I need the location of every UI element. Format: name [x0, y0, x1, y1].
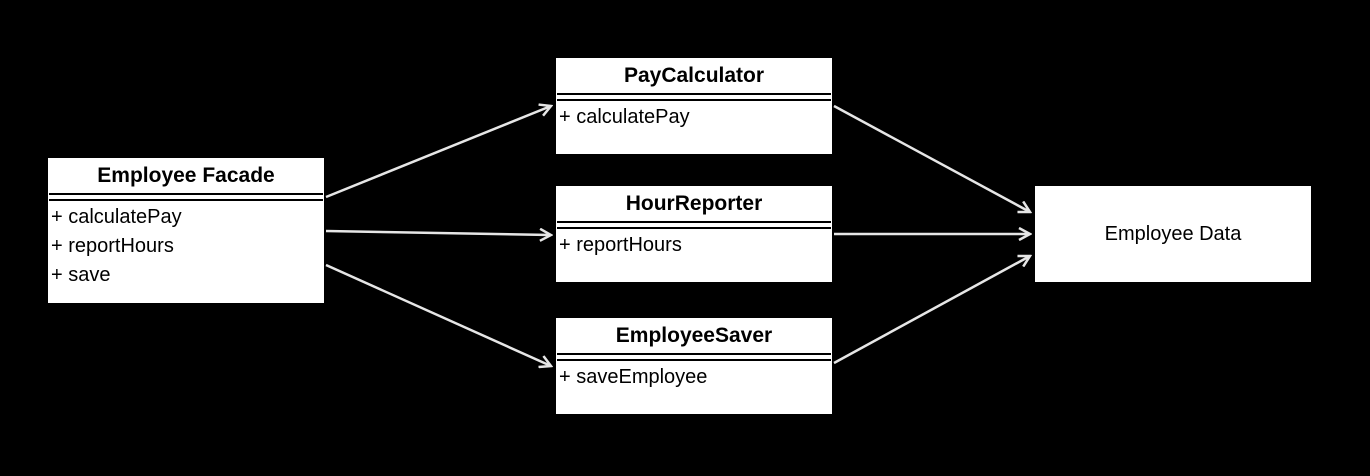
employee-saver-attributes [557, 355, 831, 361]
hour-reporter-name: HourReporter [557, 187, 831, 223]
arrow-paycalculator-to-data [833, 104, 1030, 212]
arrow-facade-to-paycalculator [325, 106, 551, 199]
employee-saver-operations: + saveEmployee [557, 361, 831, 392]
pay-calculator-class[interactable]: PayCalculator + calculatePay [556, 58, 832, 154]
operation-save-employee: + saveEmployee [559, 366, 708, 388]
operation-save: + save [51, 264, 111, 286]
arrow-facade-to-hourreporter [325, 231, 551, 235]
pay-calculator-attributes [557, 95, 831, 101]
hour-reporter-class[interactable]: HourReporter + reportHours [556, 186, 832, 282]
operation-calculate-pay: + calculatePay [51, 206, 182, 228]
employee-saver-name: EmployeeSaver [557, 319, 831, 355]
hour-reporter-attributes [557, 223, 831, 229]
employee-saver-class[interactable]: EmployeeSaver + saveEmployee [556, 318, 832, 414]
arrow-facade-to-employeesaver [325, 263, 551, 366]
employee-facade-operations: + calculatePay + reportHours + save [49, 201, 323, 290]
operation-report-hours: + reportHours [51, 235, 174, 257]
employee-data-label: Employee Data [1104, 222, 1242, 245]
operation-report-hours: + reportHours [559, 234, 682, 256]
pay-calculator-name: PayCalculator [557, 59, 831, 95]
hour-reporter-operations: + reportHours [557, 229, 831, 260]
employee-facade-class[interactable]: Employee Facade + calculatePay + reportH… [48, 158, 324, 303]
employee-facade-name: Employee Facade [49, 159, 323, 195]
pay-calculator-operations: + calculatePay [557, 101, 831, 132]
employee-facade-attributes [49, 195, 323, 201]
operation-calculate-pay: + calculatePay [559, 106, 690, 128]
employee-data-box[interactable]: Employee Data [1035, 186, 1311, 282]
arrow-employeesaver-to-data [833, 256, 1030, 365]
